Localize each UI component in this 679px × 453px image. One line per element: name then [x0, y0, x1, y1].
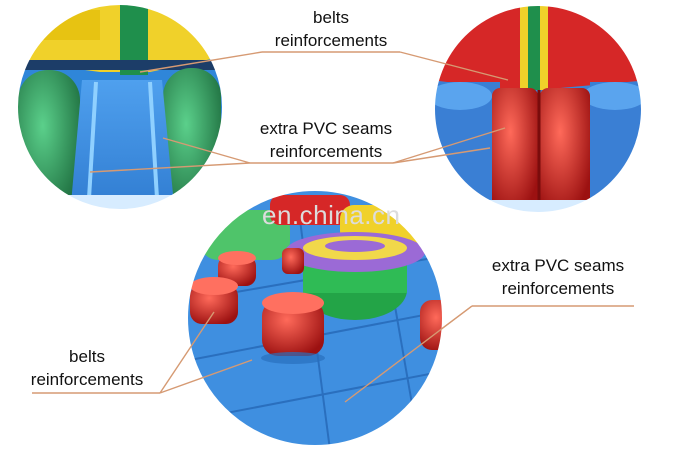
label-right-pvc: extra PVC seams reinforcements — [470, 254, 646, 300]
label-top-belts: belts reinforcements — [262, 6, 400, 52]
label-bottom-belts: belts reinforcements — [18, 345, 156, 391]
label-top-belts-line2: reinforcements — [274, 31, 388, 50]
label-mid-pvc-line1: extra PVC seams — [259, 119, 393, 138]
label-right-pvc-line2: reinforcements — [501, 279, 615, 298]
label-bottom-belts-line2: reinforcements — [30, 370, 144, 389]
watermark-text: en.china.cn — [262, 200, 401, 230]
label-mid-pvc-line2: reinforcements — [269, 142, 383, 161]
photo-circle-top-right — [434, 5, 642, 213]
leader-lines — [32, 51, 634, 403]
photo-circle-bottom — [187, 190, 443, 446]
label-right-pvc-line1: extra PVC seams — [491, 256, 625, 275]
label-top-belts-line1: belts — [313, 8, 349, 27]
photo-circle-top-left — [17, 4, 223, 210]
label-mid-pvc: extra PVC seams reinforcements — [238, 117, 414, 163]
label-bottom-belts-line1: belts — [69, 347, 105, 366]
